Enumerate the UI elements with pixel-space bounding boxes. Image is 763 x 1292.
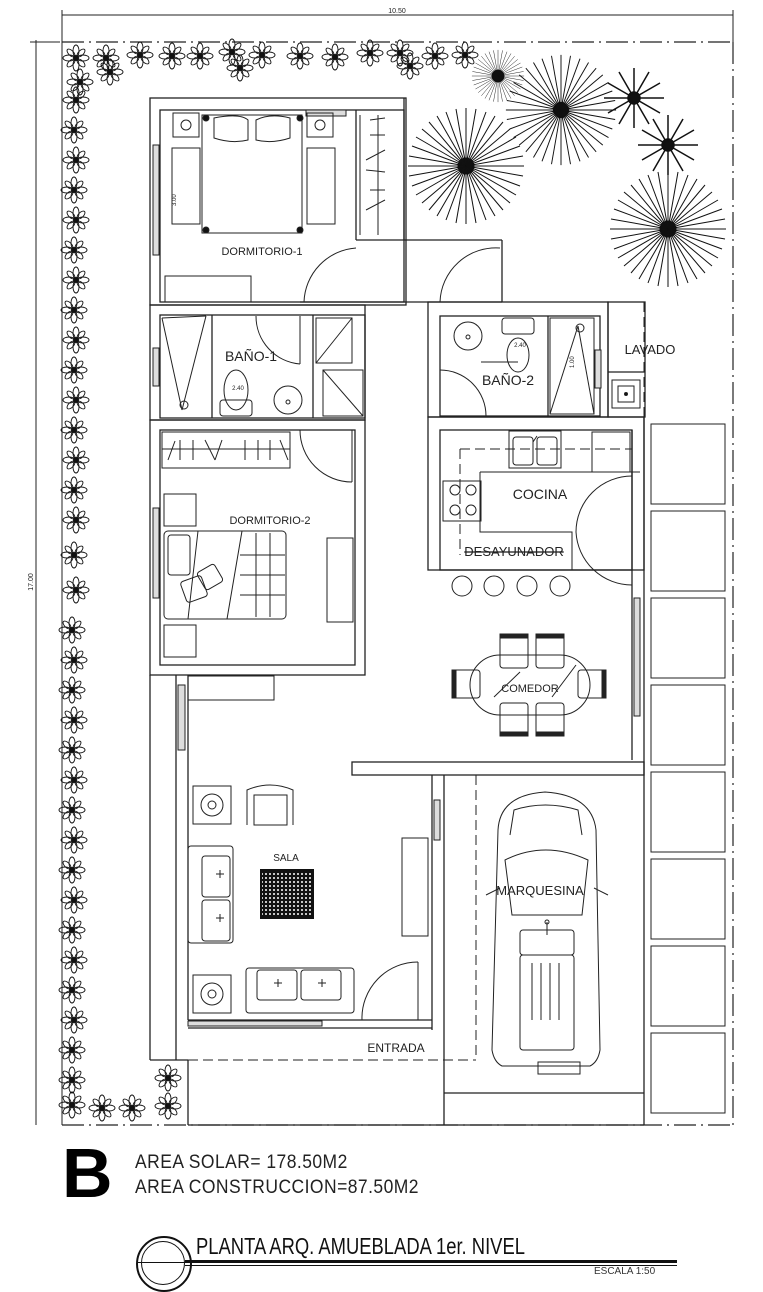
ornamental-plant-2 — [638, 115, 698, 175]
room-label-dormitorio2: DORMITORIO-2 — [229, 515, 310, 527]
title-symbol-inner — [141, 1241, 185, 1285]
dimension-bath2: 2.40 — [514, 343, 526, 349]
dimension-width-label: 10.50 — [388, 8, 406, 15]
wardrobe-hangers-1 — [365, 117, 386, 211]
area-construccion: AREA CONSTRUCCION=87.50M2 — [135, 1177, 419, 1198]
dimension-width — [61, 10, 734, 45]
doors — [255, 247, 633, 1021]
room-label-sala: SALA — [273, 853, 299, 864]
plan-title: PLANTA ARQ. AMUEBLADA 1er. NIVEL — [196, 1233, 525, 1259]
area-solar: AREA SOLAR= 178.50M2 — [135, 1152, 348, 1173]
room-label-comedor: COMEDOR — [501, 683, 559, 695]
rug — [260, 869, 314, 919]
room-label-marquesina: MARQUESINA — [496, 883, 584, 898]
car — [485, 791, 609, 1075]
bathroom1-fixtures — [161, 315, 364, 417]
living-room-furniture — [187, 784, 429, 1014]
room-label-bano1: BAÑO-1 — [225, 348, 277, 364]
title-underline-thin — [185, 1265, 677, 1266]
title-underline — [185, 1260, 677, 1263]
shrub-hedge-top — [62, 38, 479, 96]
plan-letter: B — [62, 1134, 113, 1212]
windows — [152, 109, 641, 1027]
room-label-desayunador: DESAYUNADOR — [464, 544, 563, 559]
palm-tree-3 — [471, 49, 525, 103]
paver-stones — [650, 423, 726, 1114]
room-label-bano2: BAÑO-2 — [482, 372, 534, 388]
dimension-bath1: 2.40 — [232, 386, 244, 392]
palm-tree-1 — [408, 108, 524, 224]
palm-tree-2 — [505, 54, 617, 166]
dining-table-set — [451, 633, 607, 737]
bedroom2-furniture — [161, 431, 354, 658]
palm-tree-4 — [609, 170, 727, 288]
room-label-entrada: ENTRADA — [367, 1041, 424, 1055]
dimension-height — [30, 40, 60, 1125]
title-symbol-line — [138, 1262, 186, 1263]
bed-double-1 — [164, 112, 379, 303]
walls — [149, 97, 646, 1126]
bathroom2-fixtures — [453, 317, 641, 415]
scale-label: ESCALA 1:50 — [594, 1266, 656, 1277]
room-label-cocina: COCINA — [513, 486, 568, 502]
cabinet — [187, 675, 275, 701]
kitchen-fixtures — [442, 430, 640, 597]
shrub-hedge-left — [58, 86, 182, 1122]
ornamental-plant-1 — [604, 68, 664, 128]
room-label-lavado: LAVADO — [625, 342, 676, 357]
dimension-bath2-shower: 1.00 — [570, 356, 576, 368]
dashed-overhead-lines — [188, 302, 645, 1061]
dimension-bedroom1: 3.00 — [172, 194, 178, 206]
room-label-dormitorio1: DORMITORIO-1 — [221, 246, 302, 258]
dimension-height-label: 17.00 — [28, 573, 35, 591]
